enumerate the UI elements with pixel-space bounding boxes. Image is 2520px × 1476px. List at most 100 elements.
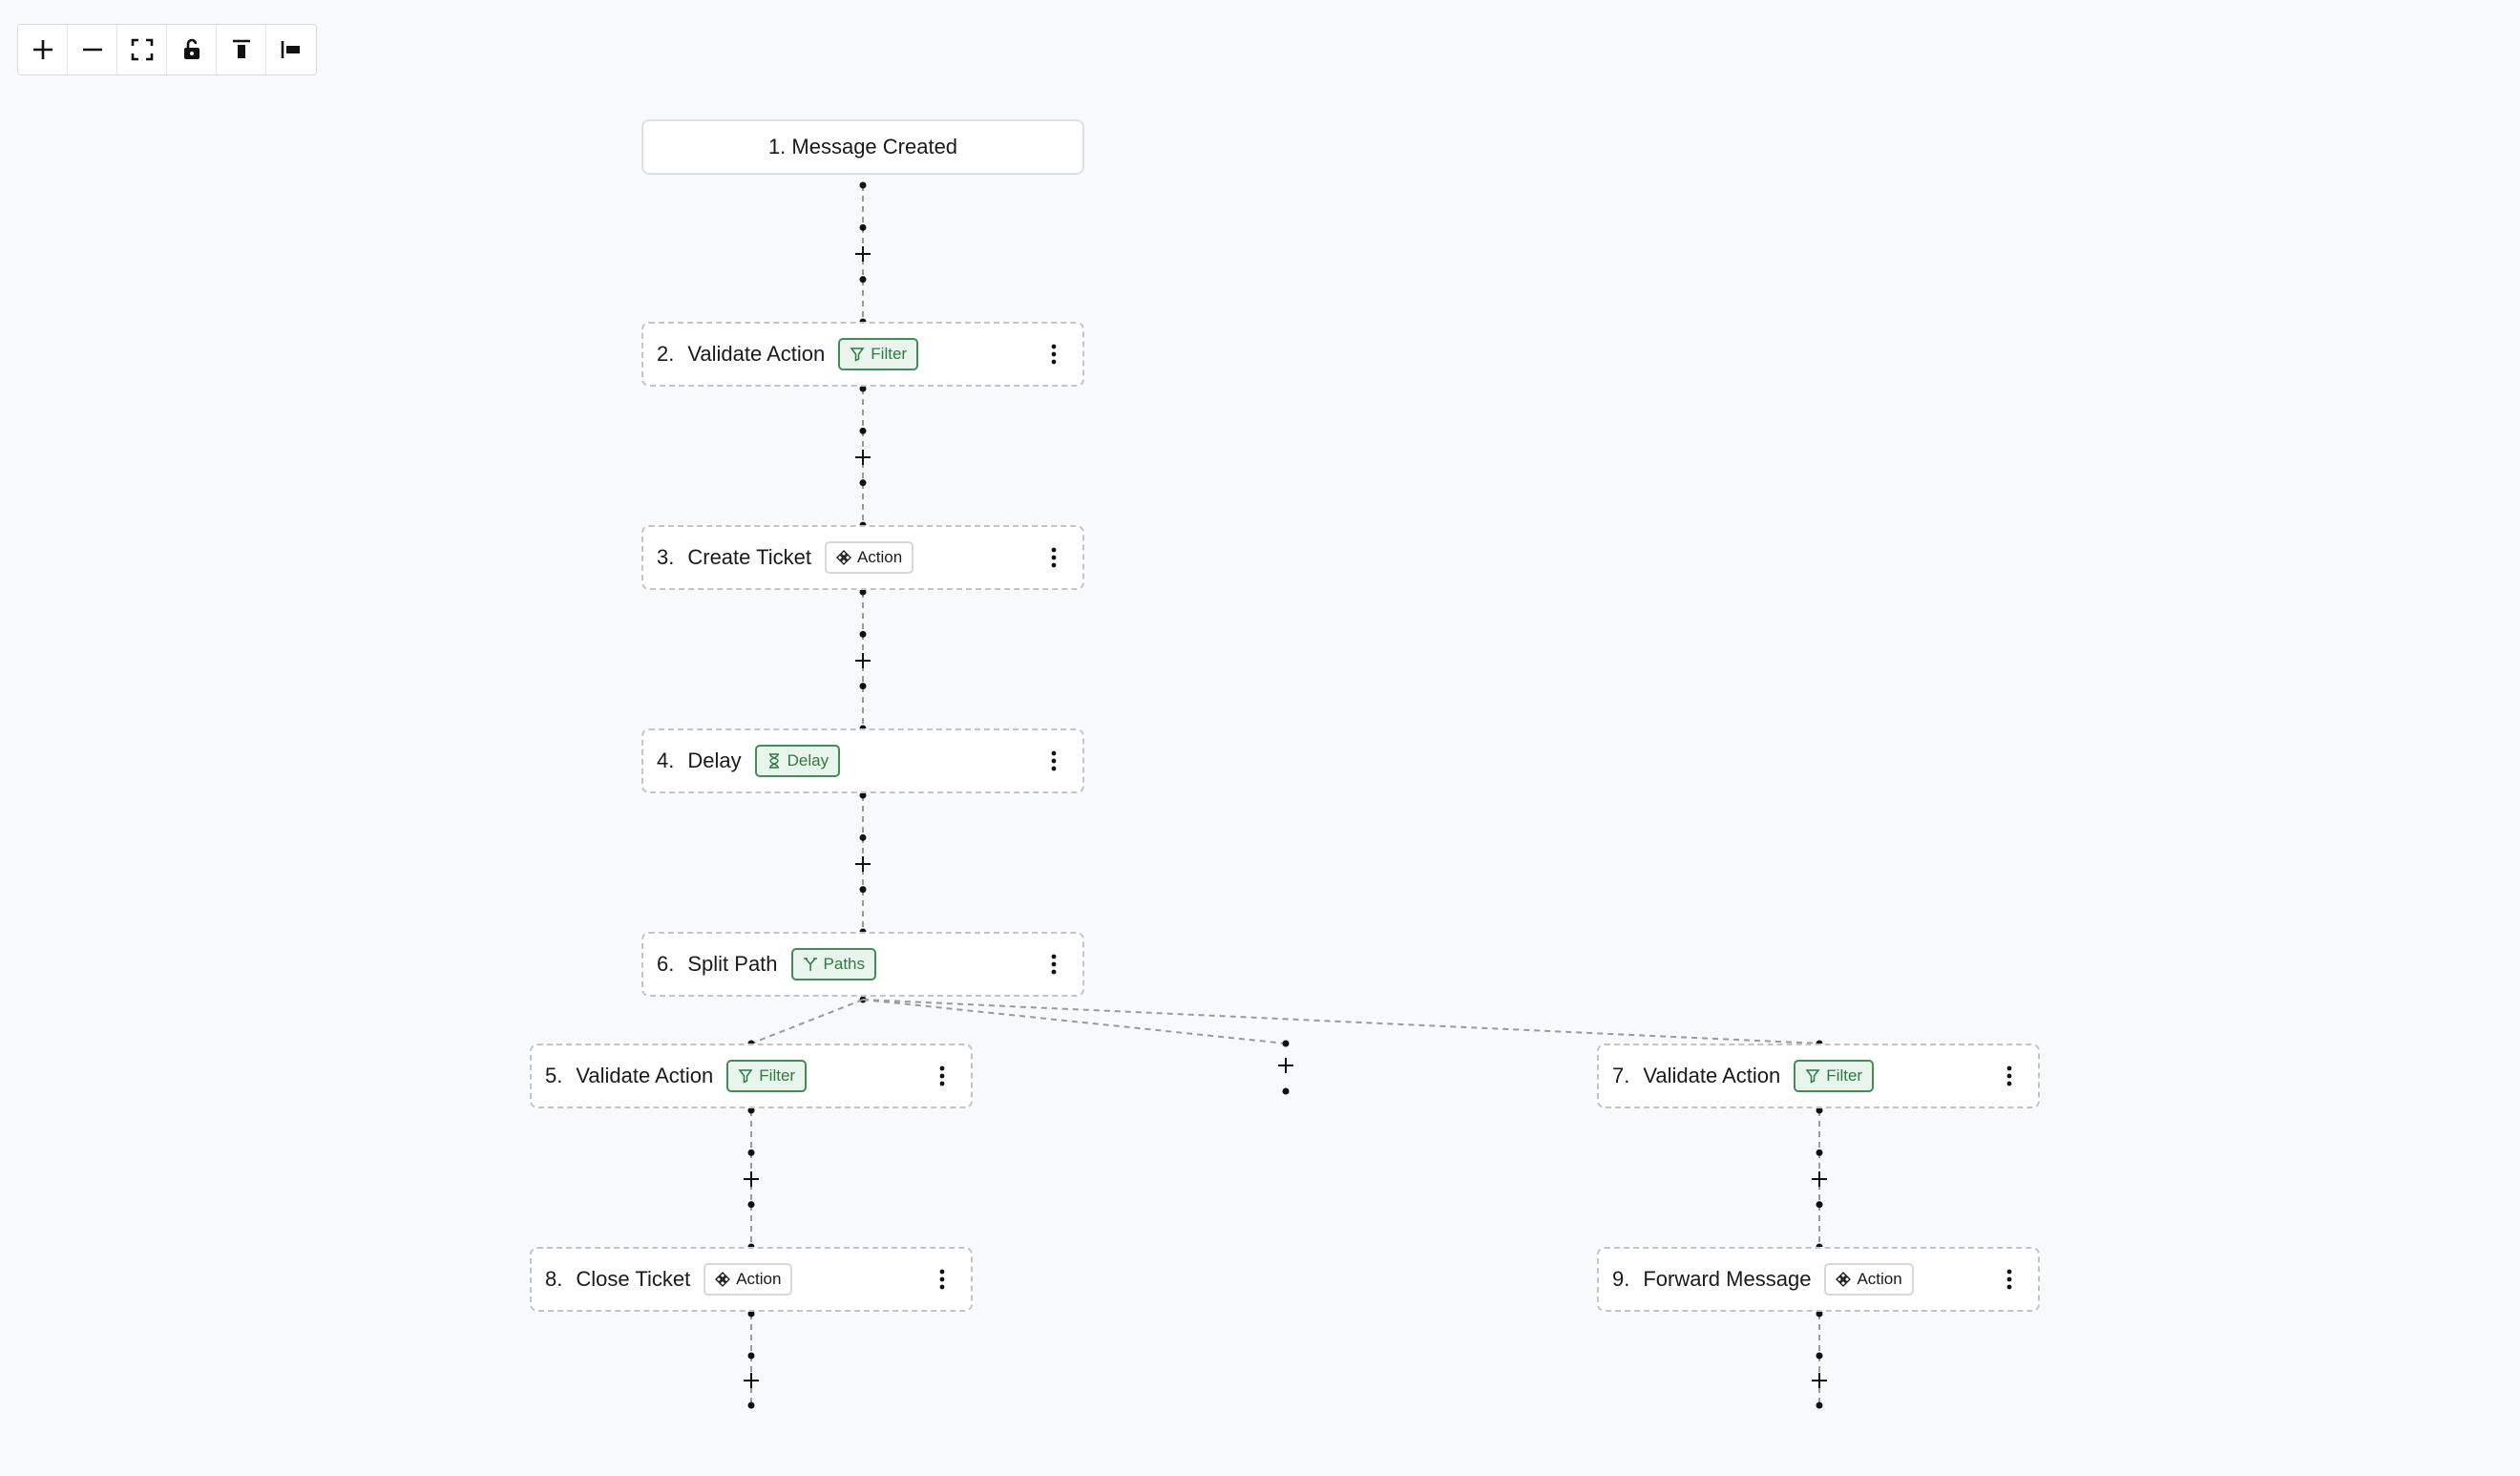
plus-icon [1812,1373,1827,1388]
step-node-validate-action[interactable]: 2. Validate Action Filter [641,322,1084,387]
edge-line [862,999,1820,1044]
hourglass-icon [768,753,779,769]
more-vertical-icon [939,1269,945,1290]
edge-handle-dot [859,791,867,799]
more-vertical-icon [1051,954,1057,975]
edge-line [750,999,864,1044]
step-type-badge: Delay [754,745,841,777]
step-number: 4. [657,749,675,772]
filter-icon [1805,1069,1820,1084]
plus-icon [744,1373,759,1388]
edge-handle-dot [1816,1201,1823,1209]
step-number: 2. [657,342,675,366]
more-vertical-icon [2006,1065,2012,1086]
step-title: Delay [687,749,742,772]
step-node-close-ticket[interactable]: 8. Close Ticket Action [530,1247,973,1312]
edge-handle-dot [1816,1352,1823,1360]
step-node-validate-action-left[interactable]: 5. Validate Action Filter [530,1044,973,1108]
step-number: 6. [657,952,675,976]
plus-icon [32,40,52,59]
step-title: Validate Action [1643,1064,1781,1087]
edge-handle-dot [859,479,867,487]
step-node-validate-action-right[interactable]: 7. Validate Action Filter [1597,1044,2040,1108]
badge-label: Action [736,1270,782,1288]
more-vertical-icon [1051,344,1057,365]
edge-handle-dot [747,1310,755,1318]
step-title: Forward Message [1643,1267,1812,1291]
badge-label: Action [1857,1270,1902,1288]
step-menu-button[interactable] [2000,1265,2019,1294]
add-step-button[interactable] [849,850,877,878]
action-icon [1836,1272,1852,1287]
step-number: 5. [545,1064,563,1087]
lock-icon [183,38,200,59]
step-title: Split Path [687,952,778,976]
step-node-forward-message[interactable]: 9. Forward Message Action [1597,1247,2040,1312]
paths-icon [803,958,817,971]
badge-label: Filter [1826,1066,1863,1085]
add-step-button[interactable] [1805,1165,1834,1193]
step-menu-button[interactable] [2000,1062,2019,1090]
edge-handle-dot [747,1352,755,1360]
fit-view-button[interactable] [117,25,167,74]
badge-label: Delay [787,751,830,770]
edge-line [862,999,1287,1044]
step-node-delay[interactable]: 4. Delay Delay [641,728,1084,793]
step-type-badge: Filter [726,1060,808,1092]
action-icon [836,550,851,565]
lock-button[interactable] [167,25,217,74]
add-step-button[interactable] [849,646,877,675]
align-top-button[interactable] [217,25,266,74]
more-vertical-icon [939,1065,945,1086]
align-top-icon [232,39,250,58]
add-step-button[interactable] [737,1366,766,1395]
step-menu-button[interactable] [1044,747,1063,775]
step-number: 3. [657,545,675,569]
plus-icon [855,245,871,262]
step-menu-button[interactable] [1044,340,1063,369]
plus-icon [1812,1170,1827,1187]
step-type-badge: Action [704,1263,793,1296]
edge-handle-dot [747,1201,755,1209]
align-left-icon [281,41,300,58]
step-type-badge: Filter [838,338,919,370]
edge-handle-dot [859,223,867,231]
step-node-split-path[interactable]: 6. Split Path Paths [641,932,1084,997]
plus-icon [855,652,871,668]
edge-handle-dot [859,588,867,596]
step-title: Close Ticket [576,1267,691,1291]
step-menu-button[interactable] [933,1062,952,1090]
step-type-badge: Action [1824,1263,1914,1296]
edge-handle-dot [747,1402,755,1409]
edge-handle-dot [859,683,867,690]
badge-label: Action [856,548,903,566]
trigger-node[interactable]: 1. Message Created [641,119,1084,175]
step-menu-button[interactable] [933,1265,952,1294]
zoom-in-button[interactable] [18,25,68,74]
align-left-button[interactable] [266,25,316,74]
zoom-out-button[interactable] [68,25,117,74]
step-node-create-ticket[interactable]: 3. Create Ticket Action [641,525,1084,590]
add-step-button[interactable] [737,1165,766,1193]
step-type-badge: Paths [790,948,877,980]
more-vertical-icon [1051,750,1057,771]
edge-handle-dot [859,833,867,841]
add-step-button[interactable] [1805,1366,1834,1395]
filter-icon [850,348,865,362]
canvas-toolbar [17,24,317,75]
edge-handle-dot [1816,1402,1823,1409]
add-step-button[interactable] [1271,1051,1300,1080]
add-step-button[interactable] [849,443,877,472]
add-step-button[interactable] [849,240,877,268]
badge-label: Filter [759,1066,796,1085]
edge-handle-dot [859,181,867,189]
fullscreen-icon [131,38,153,61]
edge-handle-dot [859,886,867,894]
more-vertical-icon [1051,547,1057,568]
step-title: Create Ticket [687,545,811,569]
step-menu-button[interactable] [1044,543,1063,572]
edge-handle-dot [859,385,867,392]
step-menu-button[interactable] [1044,950,1063,979]
